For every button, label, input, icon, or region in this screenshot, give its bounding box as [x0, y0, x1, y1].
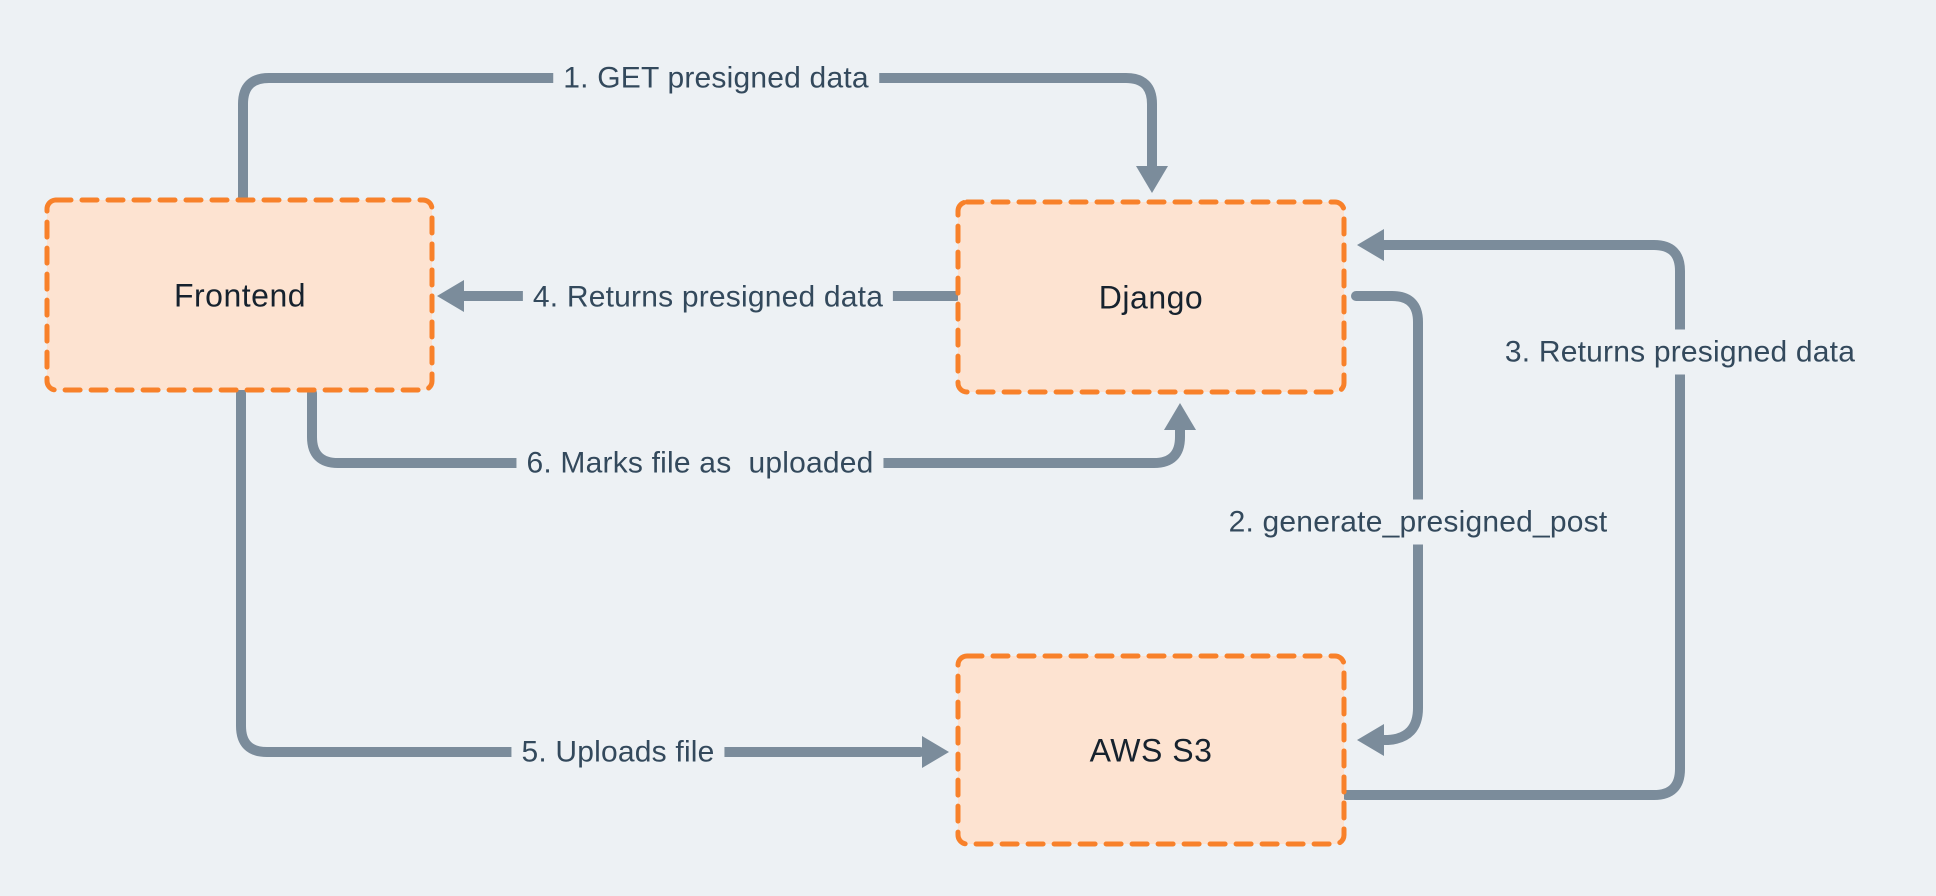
flow-5-label: 5. Uploads file	[511, 729, 725, 775]
node-django-box	[955, 199, 1347, 395]
node-frontend-box	[44, 197, 435, 393]
flow-5-arrowhead	[922, 736, 949, 768]
flow-2-arrowhead	[1357, 724, 1384, 756]
flow-1-label: 1. GET presigned data	[553, 55, 879, 101]
flow-6-label: 6. Marks file as uploaded	[516, 440, 884, 486]
node-aws-s3-label: AWS S3	[1089, 732, 1213, 769]
node-django-label: Django	[1098, 279, 1204, 316]
flow-4-label: 4. Returns presigned data	[522, 274, 894, 320]
flow-5-path	[236, 388, 925, 757]
flow-3-label: 3. Returns presigned data	[1494, 329, 1866, 375]
flow-6-arrowhead	[1164, 403, 1196, 430]
flow-2-label: 2. generate_presigned_post	[1218, 499, 1618, 545]
flow-4-arrowhead	[437, 280, 464, 312]
flow-3-arrowhead	[1357, 229, 1384, 261]
node-aws-s3-box	[955, 653, 1347, 847]
flow-1-arrowhead	[1136, 166, 1168, 193]
node-frontend-label: Frontend	[173, 277, 307, 314]
flow-3-path	[1341, 240, 1685, 800]
